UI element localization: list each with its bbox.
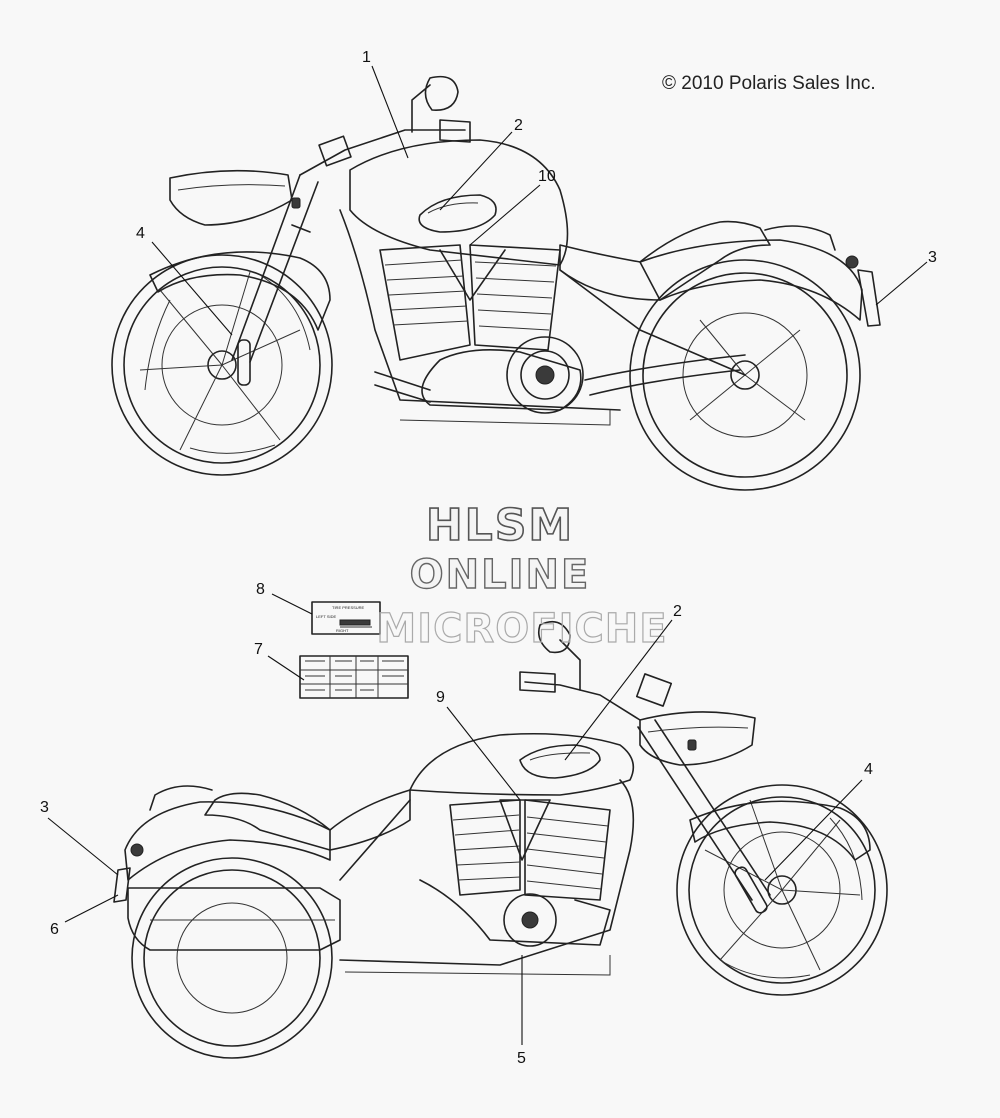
callout-10: 10 <box>538 168 556 185</box>
callout-3-bottom: 3 <box>40 799 49 816</box>
fuel-tank-bottom <box>409 732 635 796</box>
headlight-fairing-bottom <box>639 711 756 766</box>
tank-decal-bottom <box>519 744 601 779</box>
callout-7: 7 <box>254 641 263 658</box>
motorcycle-right-side-view <box>113 620 888 1059</box>
callout-2-bottom: 2 <box>673 603 682 620</box>
front-wheel-bottom <box>676 784 888 996</box>
rear-reflector-top <box>857 269 881 327</box>
rear-fender-top <box>639 239 863 321</box>
svg-text:LEFT SIDE: LEFT SIDE <box>316 614 336 619</box>
decal-tire-pressure-label: TIRE PRESSURE LEFT SIDE RIGHT <box>311 601 381 635</box>
front-forks-top <box>231 174 319 363</box>
exhaust-bottom <box>127 887 341 951</box>
callout-6: 6 <box>50 921 59 938</box>
front-wheel-top <box>111 254 333 476</box>
callout-8: 8 <box>256 581 265 598</box>
frame-top <box>339 209 746 411</box>
copyright-notice: © 2010 Polaris Sales Inc. <box>662 73 876 94</box>
handlebar-top <box>299 119 471 176</box>
front-forks-bottom <box>637 719 771 901</box>
motorcycle-left-side-view <box>111 75 881 491</box>
leader-lines <box>47 65 928 1045</box>
watermark-line-2: ONLINE <box>409 551 591 598</box>
mirror-top <box>411 75 459 133</box>
seat-bottom <box>204 789 411 851</box>
headlight-fairing-top <box>169 169 293 226</box>
callout-9: 9 <box>436 689 445 706</box>
rear-reflector-bottom <box>113 867 131 903</box>
callout-numbers: 1 2 10 4 3 8 7 2 9 3 4 6 5 <box>40 49 937 1067</box>
svg-text:RIGHT: RIGHT <box>336 628 349 633</box>
watermark-line-1: HLSM <box>425 499 575 552</box>
tank-decal-top <box>418 194 497 233</box>
exhaust-top <box>374 354 746 403</box>
callout-5: 5 <box>517 1050 526 1067</box>
callout-4-bottom: 4 <box>864 761 873 778</box>
callout-3-top: 3 <box>928 249 937 266</box>
callout-2-top: 2 <box>514 117 523 134</box>
callout-4-top: 4 <box>136 225 145 242</box>
seat-top <box>559 220 771 301</box>
callout-1: 1 <box>362 49 371 66</box>
rear-wheel-top <box>629 259 861 491</box>
engine-top <box>379 244 584 414</box>
front-fender-top <box>149 251 331 331</box>
watermark-line-3: MICROFICHE <box>376 606 667 652</box>
mirror-bottom <box>537 620 581 691</box>
decal-specification-label <box>299 655 409 699</box>
rear-wheel-bottom <box>131 857 333 1059</box>
front-fender-bottom <box>689 800 871 861</box>
engine-bottom <box>419 799 611 947</box>
frame-bottom <box>339 779 635 966</box>
fuel-tank-top <box>349 139 569 266</box>
svg-text:TIRE PRESSURE: TIRE PRESSURE <box>332 605 365 610</box>
